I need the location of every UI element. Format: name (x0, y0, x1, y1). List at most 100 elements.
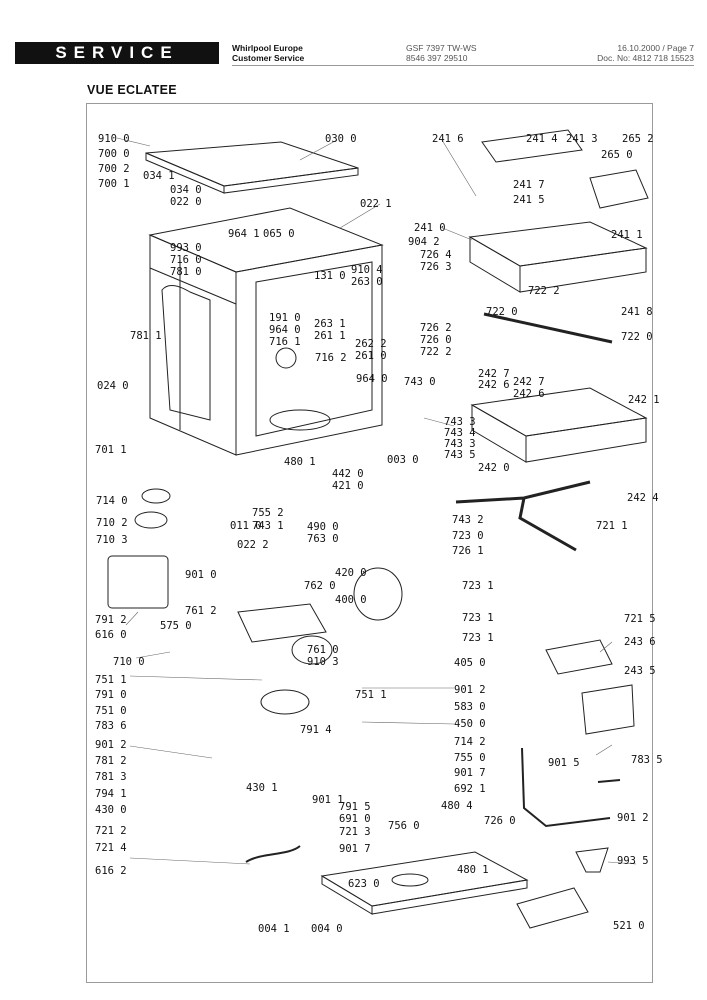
motor (353, 567, 403, 621)
part-number-label: 721 2 (95, 825, 127, 837)
part-number-label: 714 2 (454, 736, 486, 748)
part-number-label: 726 0 (484, 815, 516, 827)
part-number-label: 011 0 (230, 520, 262, 532)
part-number-label: 762 0 (304, 580, 336, 592)
part-number-label: 904 2 (408, 236, 440, 248)
cutlery-basket (581, 684, 635, 735)
part-number-label: 781 1 (130, 330, 162, 342)
part-number-label: 791 2 (95, 614, 127, 626)
part-number-label: 034 1 (143, 170, 175, 182)
part-number-label: 241 0 (414, 222, 446, 234)
part-number-label: 716 1 (269, 336, 301, 348)
part-number-label: 726 4 (420, 249, 452, 261)
part-number-label: 242 6 (513, 388, 545, 400)
document-info: 16.10.2000 / Page 7 Doc. No: 4812 718 15… (597, 43, 694, 63)
part-number-label: 743 2 (452, 514, 484, 526)
part-number-label: 743 1 (252, 520, 284, 532)
part-number-label: 726 1 (452, 545, 484, 557)
company-block: Whirlpool Europe Customer Service (232, 43, 304, 63)
part-number-label: 791 5 (339, 801, 371, 813)
part-number-label: 964 1 (228, 228, 260, 240)
part-number-label: 004 0 (311, 923, 343, 935)
part-number-label: 480 1 (457, 864, 489, 876)
part-number-label: 781 0 (170, 266, 202, 278)
part-number-label: 241 8 (621, 306, 653, 318)
service-badge: SERVICE (15, 42, 219, 64)
part-number-label: 755 0 (454, 752, 486, 764)
part-number-label: 714 0 (96, 495, 128, 507)
part-number-label: 723 1 (462, 612, 494, 624)
part-number-label: 910 3 (307, 656, 339, 668)
part-number-label: 024 0 (97, 380, 129, 392)
part-number-label: 691 0 (339, 813, 371, 825)
part-number-label: 430 1 (246, 782, 278, 794)
part-number-label: 901 0 (185, 569, 217, 581)
part-number-label: 261 1 (314, 330, 346, 342)
part-number-label: 964 0 (356, 373, 388, 385)
dispenser (516, 887, 589, 929)
part-number-label: 065 0 (263, 228, 295, 240)
part-number-label: 743 4 (444, 427, 476, 439)
part-number-label: 241 4 (526, 133, 558, 145)
part-number-label: 263 0 (351, 276, 383, 288)
model-name: GSF 7397 TW-WS (406, 43, 477, 53)
part-number-label: 243 5 (624, 665, 656, 677)
part-number-label: 265 2 (622, 133, 654, 145)
part-number-label: 783 6 (95, 720, 127, 732)
part-number-label: 616 2 (95, 865, 127, 877)
part-number-label: 623 0 (348, 878, 380, 890)
part-number-label: 575 0 (160, 620, 192, 632)
part-number-label: 722 2 (420, 346, 452, 358)
part-number-label: 964 0 (269, 324, 301, 336)
part-number-label: 756 0 (388, 820, 420, 832)
part-number-label: 242 6 (478, 379, 510, 391)
part-number-label: 743 0 (404, 376, 436, 388)
part-number-label: 003 0 (387, 454, 419, 466)
part-number-label: 791 4 (300, 724, 332, 736)
company-name: Whirlpool Europe (232, 43, 303, 53)
part-number-label: 716 2 (315, 352, 347, 364)
part-number-label: 420 0 (335, 567, 367, 579)
part-number-label: 241 7 (513, 179, 545, 191)
part-number-label: 781 3 (95, 771, 127, 783)
part-number-label: 751 0 (95, 705, 127, 717)
model-code: 8546 397 29510 (406, 53, 468, 63)
part-number-label: 751 1 (355, 689, 387, 701)
part-number-label: 723 1 (462, 632, 494, 644)
part-number-label: 761 2 (185, 605, 217, 617)
part-number-label: 726 2 (420, 322, 452, 334)
header-divider (232, 65, 694, 66)
part-number-label: 901 2 (454, 684, 486, 696)
part-number-label: 521 0 (613, 920, 645, 932)
part-number-label: 726 0 (420, 334, 452, 346)
lower-spray-arm (455, 480, 591, 552)
part-number-label: 763 0 (307, 533, 339, 545)
part-number-label: 743 5 (444, 449, 476, 461)
part-number-label: 901 7 (454, 767, 486, 779)
part-number-label: 616 0 (95, 629, 127, 641)
part-number-label: 241 3 (566, 133, 598, 145)
part-number-label: 131 0 (314, 270, 346, 282)
part-number-label: 794 1 (95, 788, 127, 800)
part-number-label: 726 3 (420, 261, 452, 273)
part-number-label: 421 0 (332, 480, 364, 492)
part-number-label: 030 0 (325, 133, 357, 145)
part-number-label: 723 1 (462, 580, 494, 592)
part-number-label: 242 0 (478, 462, 510, 474)
part-number-label: 710 3 (96, 534, 128, 546)
part-number-label: 721 1 (596, 520, 628, 532)
part-number-label: 722 2 (528, 285, 560, 297)
upper-spray-arm (483, 312, 613, 344)
part-number-label: 490 0 (307, 521, 339, 533)
part-number-label: 700 0 (98, 148, 130, 160)
part-number-label: 241 6 (432, 133, 464, 145)
part-number-label: 442 0 (332, 468, 364, 480)
part-number-label: 901 1 (312, 794, 344, 806)
part-number-label: 783 5 (631, 754, 663, 766)
part-number-label: 034 0 (170, 184, 202, 196)
part-number-label: 692 1 (454, 783, 486, 795)
part-number-label: 901 2 (95, 739, 127, 751)
sump (260, 689, 310, 715)
part-number-label: 241 1 (611, 229, 643, 241)
